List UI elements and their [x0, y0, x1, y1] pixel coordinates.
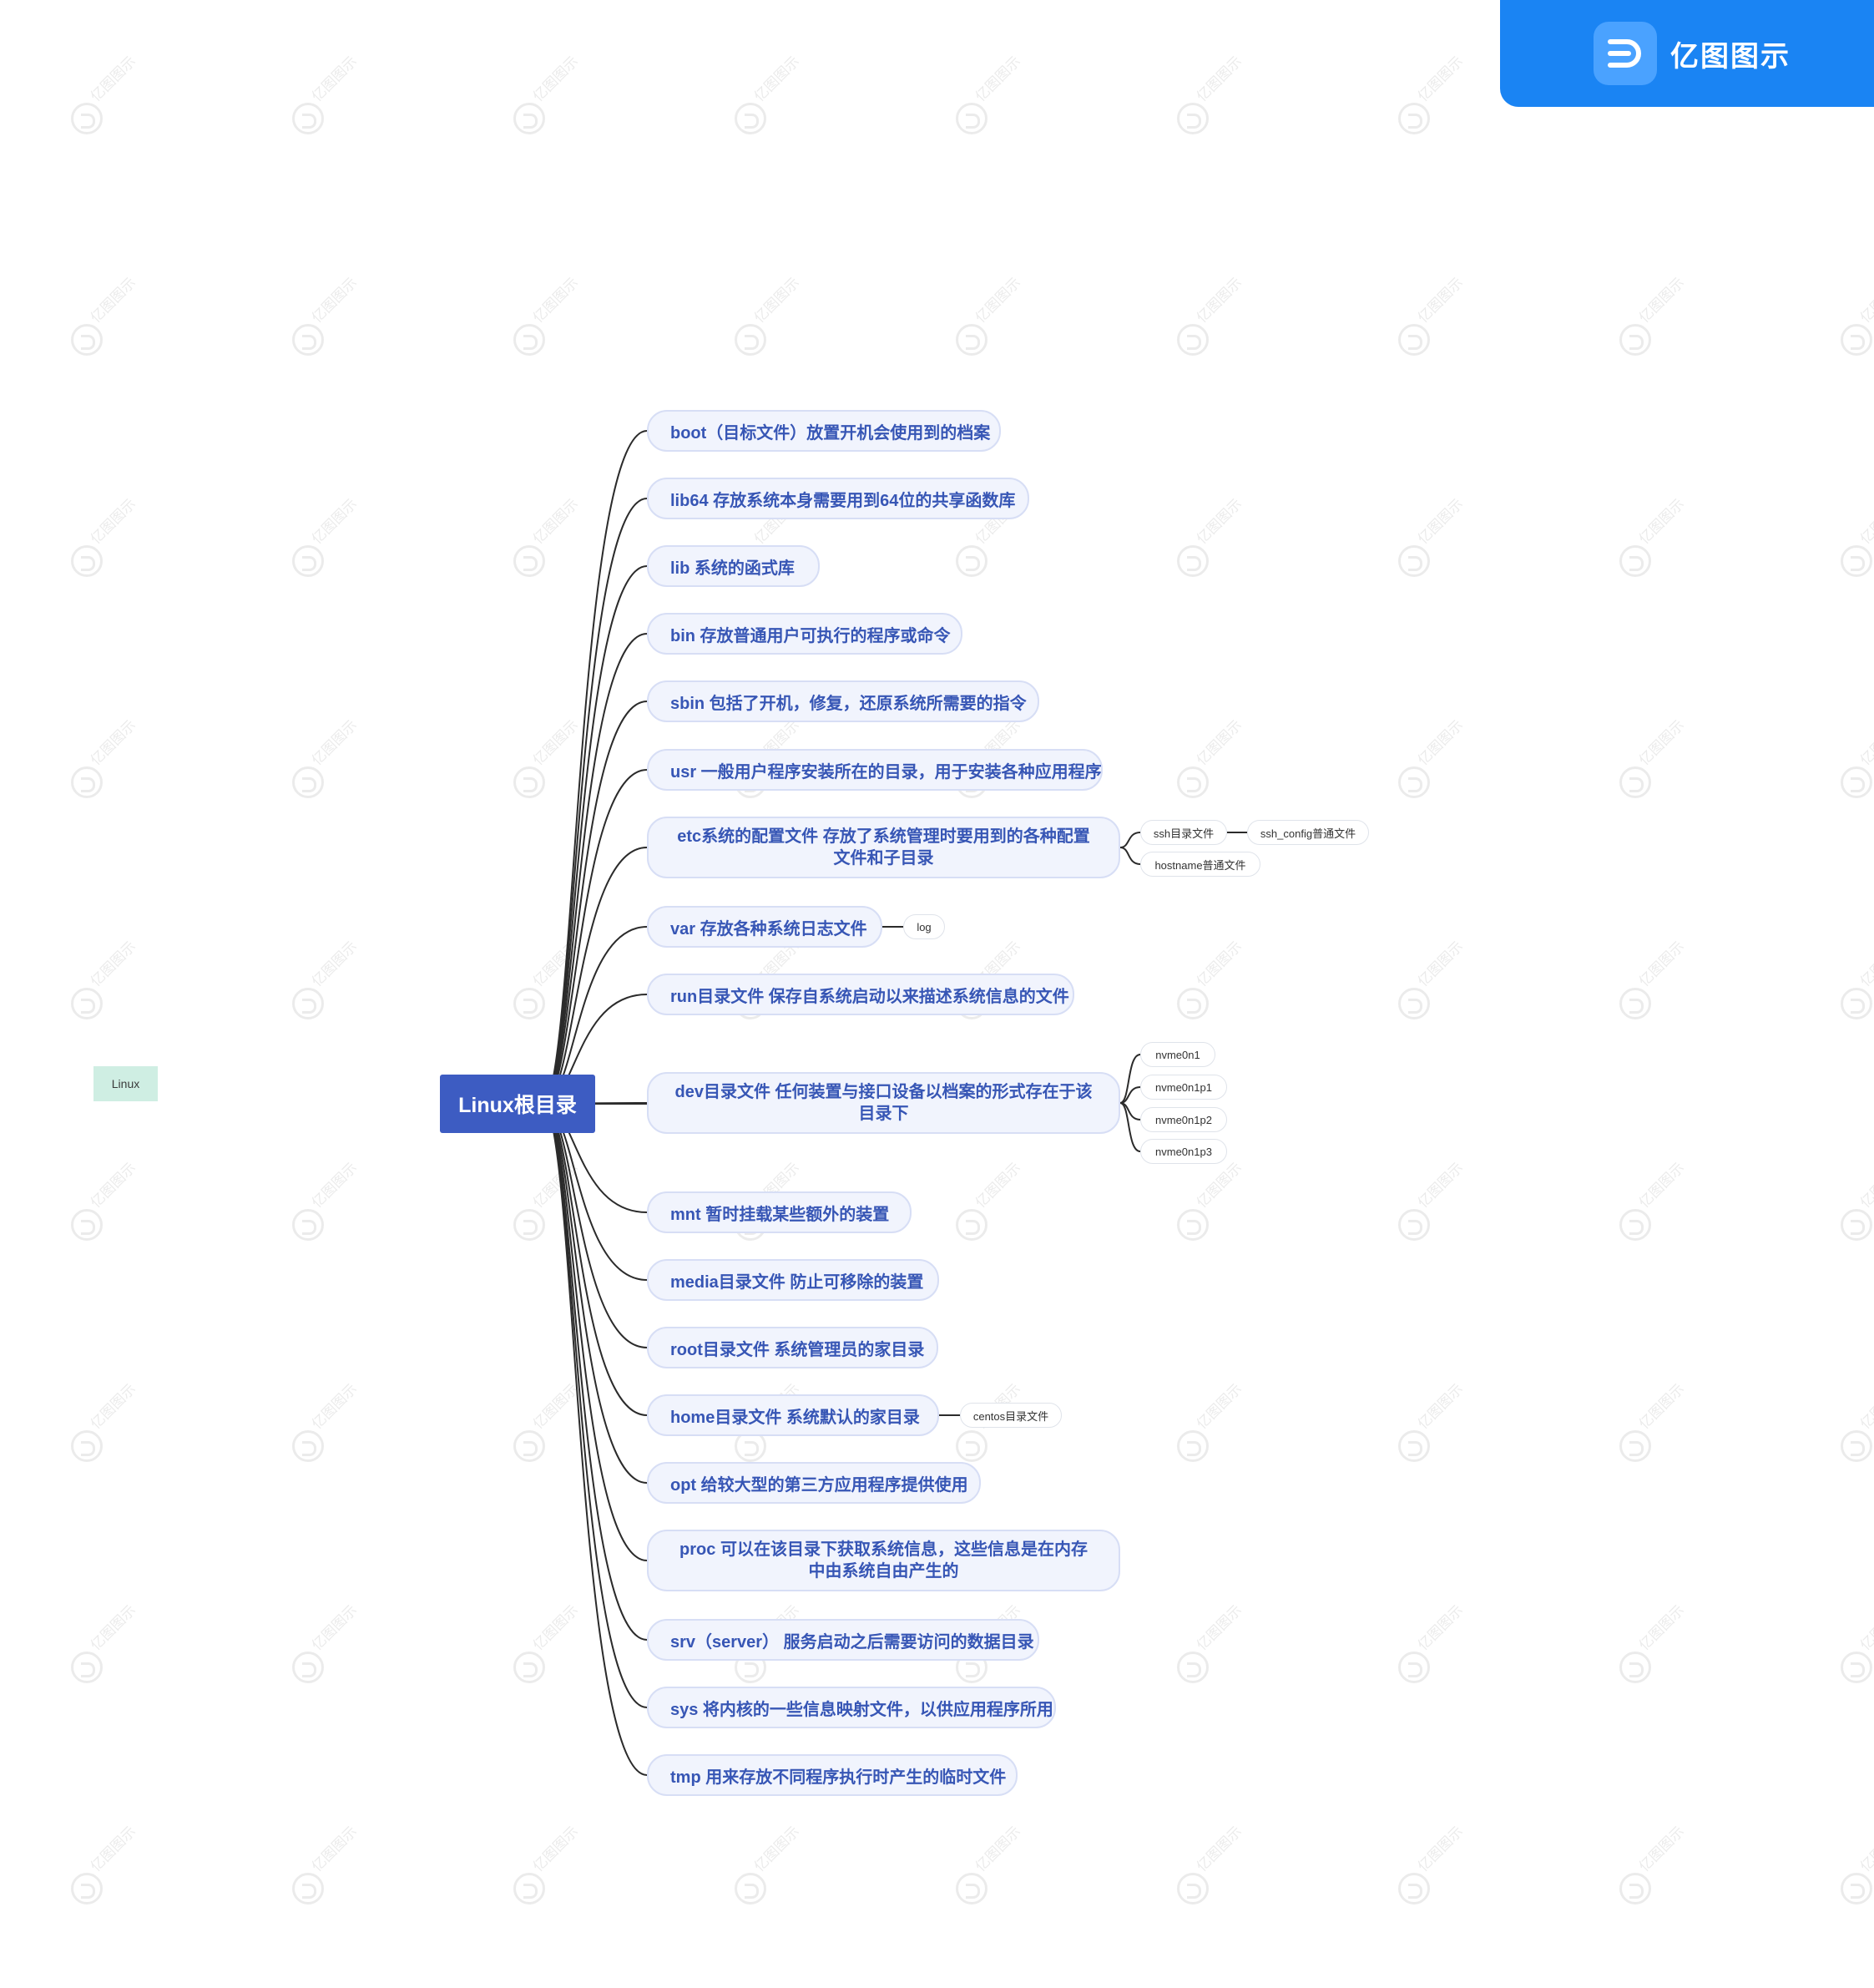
branch-tmp[interactable]: tmp 用来存放不同程序执行时产生的临时文件 — [647, 1754, 1018, 1796]
branch-media[interactable]: media目录文件 防止可移除的装置 — [647, 1259, 939, 1301]
brand-badge[interactable]: 亿图图示 — [1500, 0, 1874, 107]
branch-opt[interactable]: opt 给较大型的第三方应用程序提供使用 — [647, 1462, 981, 1504]
branch-lib[interactable]: lib 系统的函式库 — [647, 545, 820, 587]
leaf-log[interactable]: log — [903, 914, 945, 939]
branch-usr[interactable]: usr 一般用户程序安装所在的目录，用于安装各种应用程序 — [647, 749, 1103, 791]
root-connector — [542, 633, 648, 1105]
dev-connector — [1119, 1054, 1141, 1104]
branch-proc[interactable]: proc 可以在该目录下获取系统信息，这些信息是在内存中由系统自由产生的 — [647, 1530, 1120, 1591]
branch-sbin[interactable]: sbin 包括了开机，修复，还原系统所需要的指令 — [647, 680, 1039, 722]
root-connector — [542, 498, 648, 1105]
branch-dev[interactable]: dev目录文件 任何装置与接口设备以档案的形式存在于该目录下 — [647, 1072, 1120, 1134]
branch-mnt[interactable]: mnt 暂时挂载某些额外的装置 — [647, 1191, 912, 1233]
leaf-nvme0n1p2[interactable]: nvme0n1p2 — [1140, 1107, 1227, 1132]
leaf-ssh-config[interactable]: ssh_config普通文件 — [1247, 820, 1369, 845]
branch-var[interactable]: var 存放各种系统日志文件 — [647, 906, 882, 948]
branch-etc[interactable]: etc系统的配置文件 存放了系统管理时要用到的各种配置文件和子目录 — [647, 817, 1120, 878]
branch-sys[interactable]: sys 将内核的一些信息映射文件，以供应用程序所用 — [647, 1687, 1056, 1728]
root-connector — [542, 1103, 648, 1708]
branch-lib64[interactable]: lib64 存放系统本身需要用到64位的共享函数库 — [647, 478, 1029, 519]
leaf-nvme0n1p3[interactable]: nvme0n1p3 — [1140, 1139, 1227, 1164]
leaf-ssh-dir[interactable]: ssh目录文件 — [1140, 820, 1227, 845]
brand-name: 亿图图示 — [1670, 41, 1791, 73]
leaf-hostname[interactable]: hostname普通文件 — [1140, 852, 1260, 877]
root-connector — [542, 430, 648, 1105]
etc-connector — [1119, 847, 1141, 865]
branch-run[interactable]: run目录文件 保存自系统启动以来描述系统信息的文件 — [647, 974, 1074, 1015]
branch-bin[interactable]: bin 存放普通用户可执行的程序或命令 — [647, 613, 962, 655]
edraw-logo-icon — [1594, 22, 1657, 85]
root-connector — [542, 1103, 648, 1776]
leaf-nvme0n1p1[interactable]: nvme0n1p1 — [1140, 1075, 1227, 1100]
branch-root[interactable]: root目录文件 系统管理员的家目录 — [647, 1327, 938, 1368]
branch-home[interactable]: home目录文件 系统默认的家目录 — [647, 1394, 939, 1436]
leaf-centos[interactable]: centos目录文件 — [960, 1403, 1062, 1428]
leaf-nvme0n1[interactable]: nvme0n1 — [1140, 1042, 1215, 1067]
side-label[interactable]: Linux — [93, 1066, 158, 1101]
dev-connector — [1119, 1102, 1141, 1152]
root-node[interactable]: Linux根目录 — [440, 1075, 595, 1133]
etc-connector — [1119, 832, 1141, 848]
branch-boot[interactable]: boot（目标文件）放置开机会使用到的档案 — [647, 410, 1001, 452]
branch-srv[interactable]: srv（server） 服务启动之后需要访问的数据目录 — [647, 1619, 1039, 1661]
